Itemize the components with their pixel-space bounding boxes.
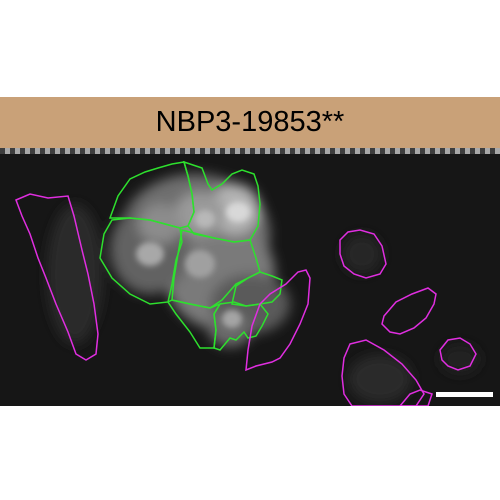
scale-bar <box>436 392 493 397</box>
magenta-cell-outlines <box>15 193 477 406</box>
microscopy-image <box>0 154 500 406</box>
dashed-divider <box>0 148 500 154</box>
bright-cell-highlights <box>136 202 250 328</box>
panel-title-banner: NBP3-19853** <box>0 97 500 148</box>
magenta-outline-cell-2 <box>245 269 311 372</box>
green-outline-cell-4 <box>171 229 261 309</box>
magenta-outline-cell-1 <box>15 193 99 361</box>
magenta-outline-cell-5 <box>341 339 425 406</box>
panel-title: NBP3-19853** <box>155 106 345 138</box>
magenta-outline-cell-3 <box>339 229 387 279</box>
fluorescent-cell-cluster <box>47 174 480 403</box>
magenta-outline-cell-4 <box>381 287 437 335</box>
green-outline-cell-7 <box>166 299 222 349</box>
green-outline-cell-2 <box>182 160 261 243</box>
green-outline-cell-3 <box>99 217 183 305</box>
magenta-outline-cell-7 <box>399 389 433 406</box>
magenta-outline-cell-6 <box>439 337 477 371</box>
cell-image-canvas <box>15 160 480 406</box>
